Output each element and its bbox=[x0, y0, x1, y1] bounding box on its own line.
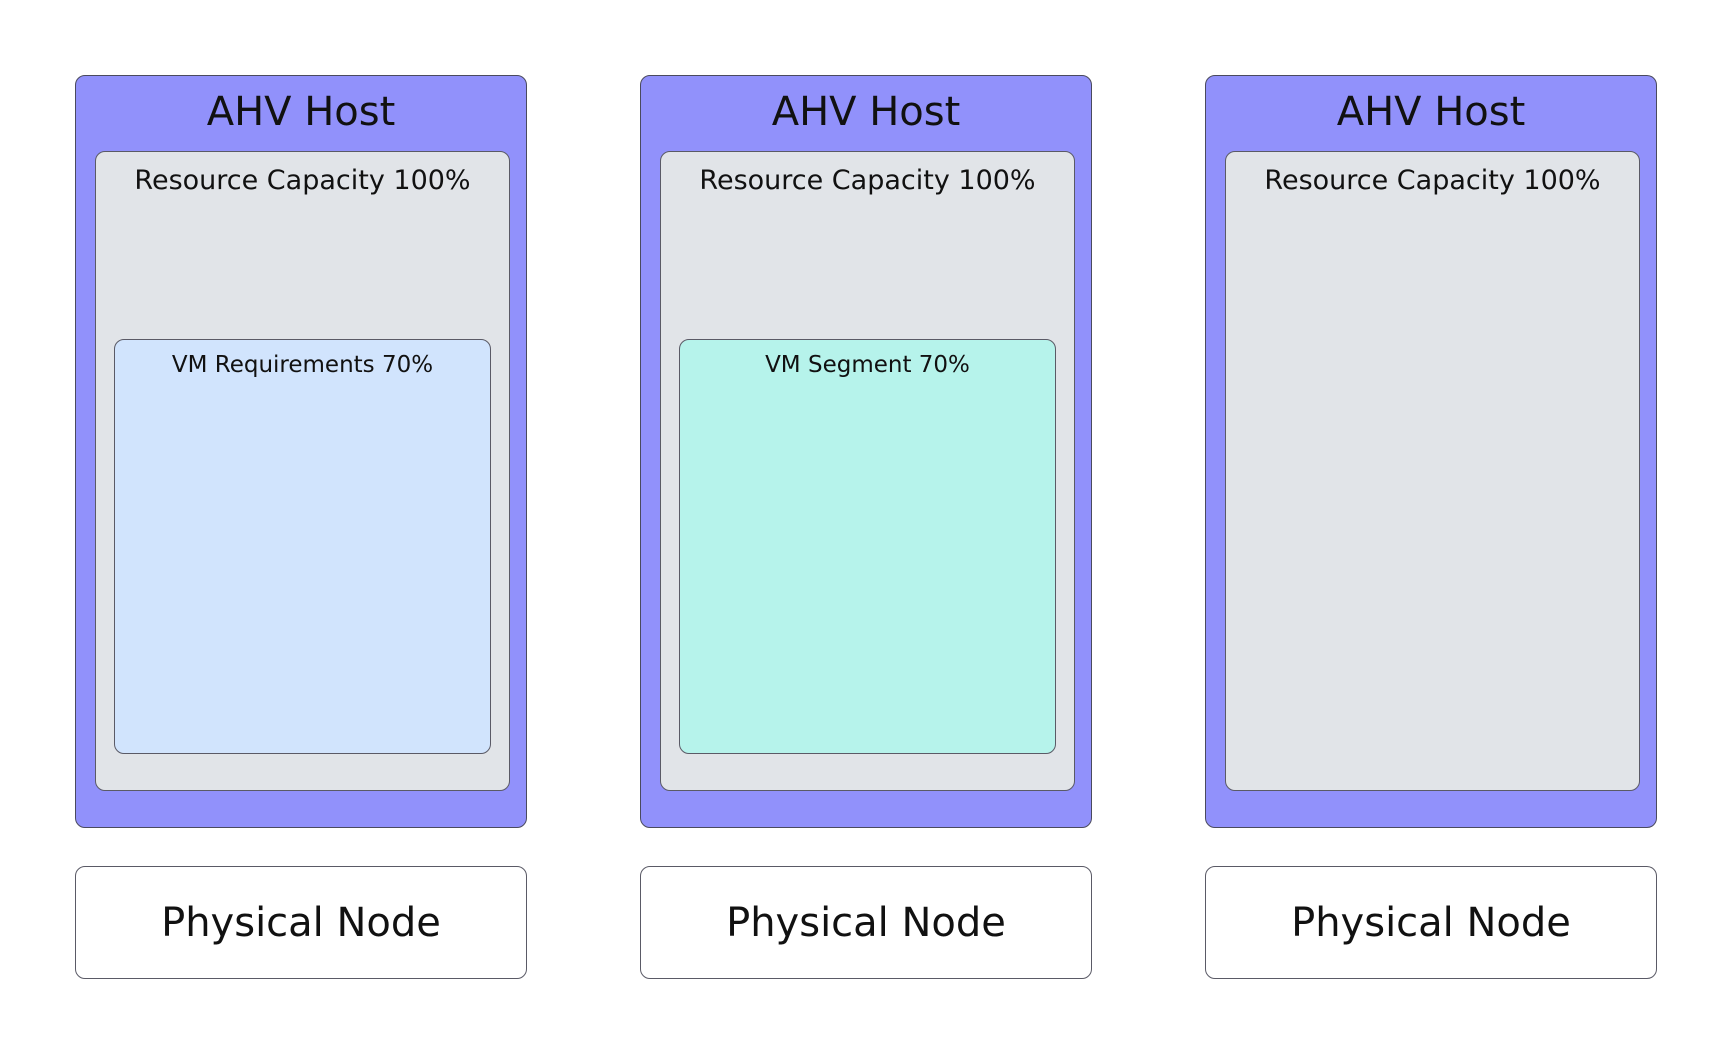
ahv-host-3: AHV Host Resource Capacity 100% bbox=[1205, 75, 1657, 828]
physical-node-2: Physical Node bbox=[640, 866, 1092, 979]
physical-node-1: Physical Node bbox=[75, 866, 527, 979]
resource-capacity-box: Resource Capacity 100% bbox=[1225, 151, 1640, 791]
physical-node-label: Physical Node bbox=[1291, 899, 1571, 946]
resource-capacity-label: Resource Capacity 100% bbox=[134, 165, 471, 196]
host-column-1: AHV Host Resource Capacity 100% VM Requi… bbox=[75, 75, 527, 979]
host-column-2: AHV Host Resource Capacity 100% VM Segme… bbox=[640, 75, 1092, 979]
vm-segment-label: VM Segment 70% bbox=[765, 352, 970, 378]
host-column-3: AHV Host Resource Capacity 100% Physical… bbox=[1205, 75, 1657, 979]
resource-capacity-label: Resource Capacity 100% bbox=[1264, 165, 1601, 196]
physical-node-label: Physical Node bbox=[161, 899, 441, 946]
physical-node-label: Physical Node bbox=[726, 899, 1006, 946]
resource-capacity-box: Resource Capacity 100% VM Segment 70% bbox=[660, 151, 1075, 791]
ahv-host-title: AHV Host bbox=[206, 89, 396, 135]
physical-node-3: Physical Node bbox=[1205, 866, 1657, 979]
resource-capacity-label: Resource Capacity 100% bbox=[699, 165, 1036, 196]
ahv-host-1: AHV Host Resource Capacity 100% VM Requi… bbox=[75, 75, 527, 828]
vm-requirements-label: VM Requirements 70% bbox=[171, 352, 434, 378]
ahv-host-2: AHV Host Resource Capacity 100% VM Segme… bbox=[640, 75, 1092, 828]
vm-segment-box: VM Segment 70% bbox=[679, 339, 1056, 754]
vm-requirements-box: VM Requirements 70% bbox=[114, 339, 491, 754]
ahv-host-title: AHV Host bbox=[771, 89, 961, 135]
ahv-host-title: AHV Host bbox=[1336, 89, 1526, 135]
resource-capacity-box: Resource Capacity 100% VM Requirements 7… bbox=[95, 151, 510, 791]
